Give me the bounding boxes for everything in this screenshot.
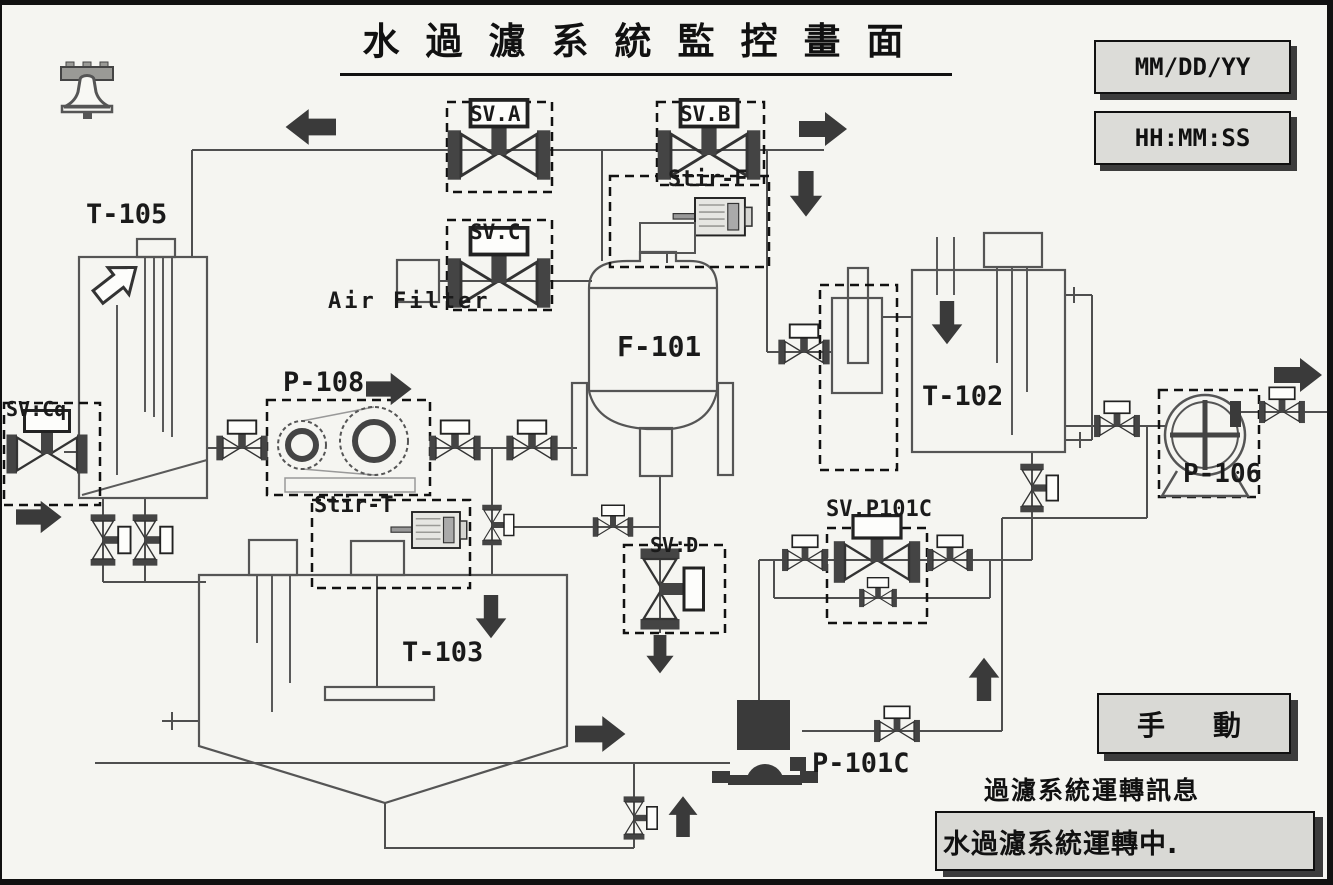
side-column-box bbox=[818, 283, 899, 472]
valve-sv-p101c-bypass[interactable] bbox=[858, 577, 898, 608]
flow-arrow-down-t102-icon bbox=[931, 301, 963, 345]
label-t103: T-103 bbox=[402, 637, 484, 668]
pump-p108[interactable] bbox=[277, 406, 416, 493]
flow-arrow-left-icon bbox=[285, 109, 336, 145]
valve-sv-p101c-left[interactable] bbox=[781, 534, 829, 572]
label-stir-f: Stir-F bbox=[668, 167, 748, 192]
tank-internals bbox=[81, 237, 1028, 712]
flow-arrow-right-top-icon bbox=[799, 112, 847, 146]
status-message-box: 水過濾系統運轉中. bbox=[935, 811, 1315, 871]
valve-side-column-feed[interactable] bbox=[777, 323, 831, 366]
stir-f-bracket bbox=[639, 222, 696, 254]
label-sv-a: SV.A bbox=[470, 102, 521, 126]
tank-t102 bbox=[910, 231, 1067, 454]
stirrer-box-stir-f bbox=[608, 174, 771, 269]
page-title: 水過濾系統監控畫面 bbox=[340, 11, 952, 76]
tank-t103 bbox=[197, 538, 569, 805]
valve-t102-bottom[interactable] bbox=[1019, 462, 1059, 514]
valve-t105-outlet[interactable] bbox=[215, 419, 269, 462]
valve-sv-p101c-right[interactable] bbox=[926, 534, 974, 572]
label-f101: F-101 bbox=[617, 330, 702, 363]
flow-arrow-down-svb-icon bbox=[789, 171, 823, 217]
label-sv-p101c: SV.P101C bbox=[826, 497, 932, 522]
valve-p108-outlet-2[interactable] bbox=[505, 419, 559, 462]
flow-arrow-down-t103-icon bbox=[475, 595, 507, 639]
bell-icon[interactable] bbox=[52, 61, 124, 125]
message-title: 過濾系統運轉訊息 bbox=[984, 776, 1201, 805]
manual-mode-button[interactable]: 手 動 bbox=[1097, 693, 1291, 754]
valve-sv-d[interactable] bbox=[639, 547, 705, 631]
flow-arrow-hollow-icon bbox=[86, 252, 148, 312]
stirrer-motor-stir-f[interactable] bbox=[672, 197, 753, 237]
label-t105: T-105 bbox=[86, 199, 168, 230]
label-sv-b: SV.B bbox=[680, 102, 731, 126]
status-message-text: 水過濾系統運轉中. bbox=[943, 828, 1179, 860]
valve-box-sv-cq bbox=[2, 401, 102, 507]
side-column-vessel bbox=[830, 266, 884, 395]
valve-p101c-discharge[interactable] bbox=[873, 705, 921, 743]
flow-arrow-down-svd-icon bbox=[646, 635, 674, 674]
label-t102: T-102 bbox=[922, 381, 1004, 412]
filter-vessel-f101 bbox=[570, 250, 735, 478]
date-text: MM/DD/YY bbox=[1134, 53, 1251, 81]
date-display: MM/DD/YY bbox=[1094, 40, 1291, 94]
pump-p101c[interactable] bbox=[712, 700, 818, 785]
valve-p106-inlet[interactable] bbox=[1093, 400, 1141, 438]
valve-box-sv-c bbox=[445, 218, 554, 312]
label-sv-d: SV:D bbox=[650, 533, 699, 557]
valve-p106-outlet[interactable] bbox=[1258, 386, 1306, 424]
valve-bottom-drain[interactable] bbox=[622, 795, 659, 841]
label-p108: P-108 bbox=[283, 367, 365, 398]
stirrer-box-stir-t bbox=[310, 498, 472, 590]
valve-f101-branch[interactable] bbox=[592, 504, 634, 538]
valve-box-sv-d bbox=[622, 543, 727, 635]
pump-p106[interactable] bbox=[1159, 393, 1251, 498]
pump-box-p108 bbox=[265, 398, 432, 497]
label-p101c: P-101C bbox=[812, 748, 910, 779]
valve-sv-p101c-main[interactable] bbox=[832, 513, 922, 585]
flow-arrow-right-bottom-icon bbox=[575, 716, 626, 752]
label-p106: P-106 bbox=[1183, 459, 1262, 489]
air-filter-symbol bbox=[395, 258, 441, 304]
time-display: HH:MM:SS bbox=[1094, 111, 1291, 165]
flow-arrow-up-drain-icon bbox=[668, 796, 698, 837]
flow-arrow-up-recirc-icon bbox=[968, 657, 1000, 701]
valve-t105-drain-2[interactable] bbox=[131, 513, 174, 567]
valve-t105-drain-1[interactable] bbox=[89, 513, 132, 567]
process-diagram-canvas bbox=[2, 97, 1327, 849]
valve-p108-outlet-1[interactable] bbox=[428, 419, 482, 462]
time-text: HH:MM:SS bbox=[1134, 124, 1251, 152]
label-sv-c: SV.C bbox=[470, 220, 521, 244]
label-air-filter: Air Filter bbox=[328, 289, 491, 314]
label-stir-t: Stir-T bbox=[314, 493, 394, 518]
p101c-status-square bbox=[790, 757, 806, 771]
manual-mode-label: 手 動 bbox=[1136, 708, 1251, 742]
tank-t105 bbox=[77, 237, 209, 500]
valve-t103-feed[interactable] bbox=[481, 504, 515, 546]
stirrer-motor-stir-t[interactable] bbox=[390, 511, 468, 549]
label-sv-cq: SV:Cq bbox=[6, 397, 67, 421]
